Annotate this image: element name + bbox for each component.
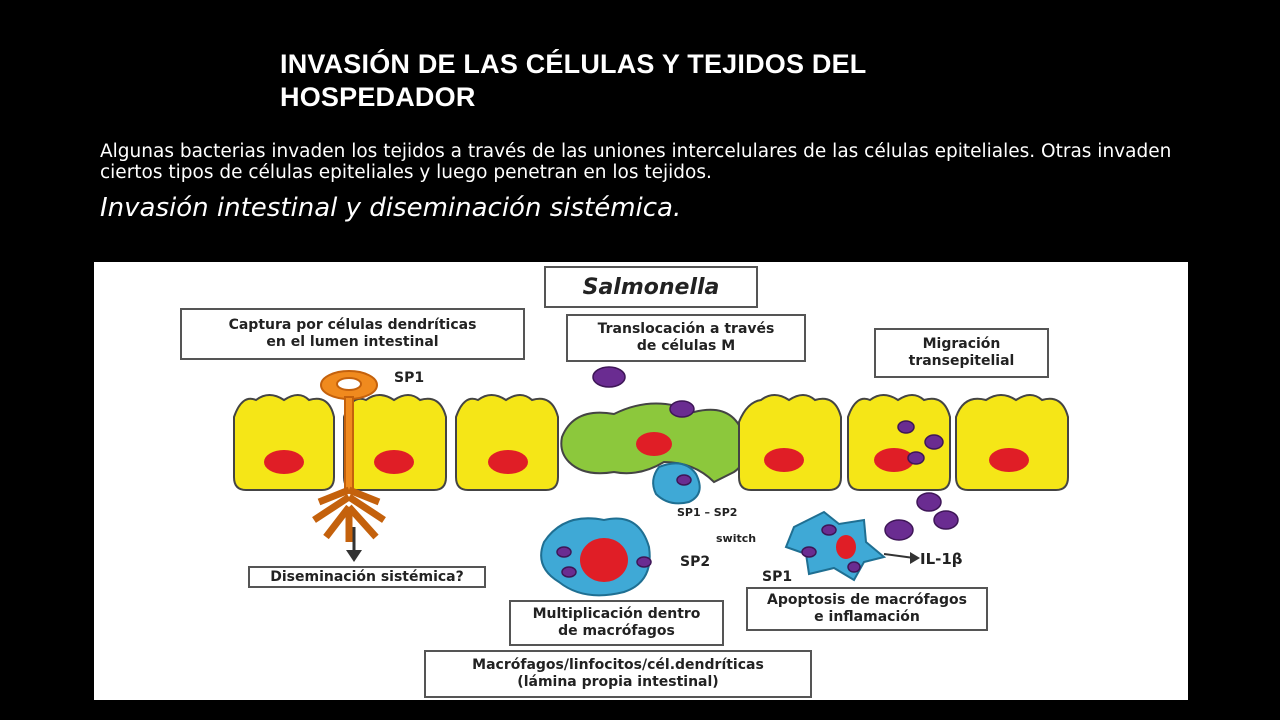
macrophage [652, 462, 701, 505]
bacterium [336, 377, 362, 391]
migration-line2: transepitelial [908, 353, 1015, 369]
dissemination-box: Diseminación sistémica? [248, 566, 486, 588]
bacterium [669, 400, 695, 418]
translocation-box: Translocación a través de células M [566, 314, 806, 362]
bacterium [847, 561, 861, 573]
il1b-arrowhead [910, 552, 920, 564]
cell-nucleus [989, 448, 1029, 472]
capture-box: Captura por células dendríticas en el lu… [180, 308, 525, 360]
sp2-tag: SP2 [680, 554, 711, 570]
epithelial-cell [847, 394, 951, 491]
lamina-propria-box: Macrófagos/linfocitos/cél.dendríticas (l… [424, 650, 812, 698]
apoptosis-line2: e inflamación [814, 609, 920, 625]
migration-line1: Migración [922, 336, 1001, 352]
dissemination-text: Diseminación sistémica? [270, 568, 464, 585]
cell-nucleus [264, 450, 304, 474]
cell-nucleus [874, 448, 914, 472]
multiplication-line2: de macrófagos [558, 623, 675, 639]
slide-title: INVASIÓN DE LAS CÉLULAS Y TEJIDOS DEL HO… [280, 49, 867, 112]
il1b-arrow [883, 553, 915, 559]
il1b-tag: IL-1β [920, 550, 963, 568]
bacterium [916, 492, 942, 512]
sp1-top-tag: SP1 [394, 370, 425, 386]
multiplication-line1: Multiplicación dentro [532, 606, 701, 622]
epithelial-cell [343, 394, 447, 491]
sp1-sp2-tag: SP1 – SP2 [677, 506, 738, 519]
capture-line2: en el lumen intestinal [266, 334, 439, 350]
cell-nucleus [488, 450, 528, 474]
epithelial-cell [955, 394, 1069, 491]
dissemination-arrowhead [346, 550, 362, 562]
switch-tag: switch [716, 532, 757, 545]
slide-subtitle: Invasión intestinal y diseminación sisté… [100, 193, 682, 223]
epithelial-cell [738, 394, 842, 491]
cell-nucleus [764, 448, 804, 472]
macrophage [784, 510, 887, 582]
lamina-line1: Macrófagos/linfocitos/cél.dendríticas [472, 657, 764, 673]
sp1-bottom-tag: SP1 [762, 569, 793, 585]
translocation-line1: Translocación a través [597, 321, 775, 337]
apoptosis-box: Apoptosis de macrófagos e inflamación [746, 587, 988, 631]
bacterium [897, 420, 915, 434]
capture-line1: Captura por células dendríticas [228, 317, 477, 333]
bacterium [556, 546, 572, 558]
bacterium [907, 451, 925, 465]
epithelial-cell [233, 394, 335, 491]
bacterium [561, 566, 577, 578]
macrophage-nucleus [836, 535, 856, 559]
epithelial-layer [233, 394, 1069, 491]
epithelial-cell [455, 394, 559, 491]
bacterium [884, 519, 914, 541]
migration-box: Migración transepitelial [874, 328, 1049, 378]
bacterium [821, 524, 837, 536]
salmonella-diagram: Salmonella Captura por células dendrític… [94, 262, 1188, 700]
salmonella-header-text: Salmonella [582, 274, 720, 300]
diagram-illustration [233, 366, 1069, 597]
apoptosis-line1: Apoptosis de macrófagos [767, 592, 967, 608]
cell-nucleus [374, 450, 414, 474]
bacterium [592, 366, 626, 388]
lamina-line2: (lámina propia intestinal) [517, 674, 719, 690]
bacterium [924, 434, 944, 450]
slide-body-text: Algunas bacterias invaden los tejidos a … [100, 141, 1172, 183]
bacterium [676, 474, 692, 486]
translocation-line2: de células M [636, 338, 736, 354]
bacterium [636, 556, 652, 568]
cell-nucleus [636, 432, 672, 456]
macrophage-nucleus [580, 538, 628, 582]
bacterium [933, 510, 959, 530]
multiplication-box: Multiplicación dentro de macrófagos [509, 600, 724, 646]
bacterium [801, 546, 817, 558]
salmonella-header: Salmonella [544, 266, 758, 308]
